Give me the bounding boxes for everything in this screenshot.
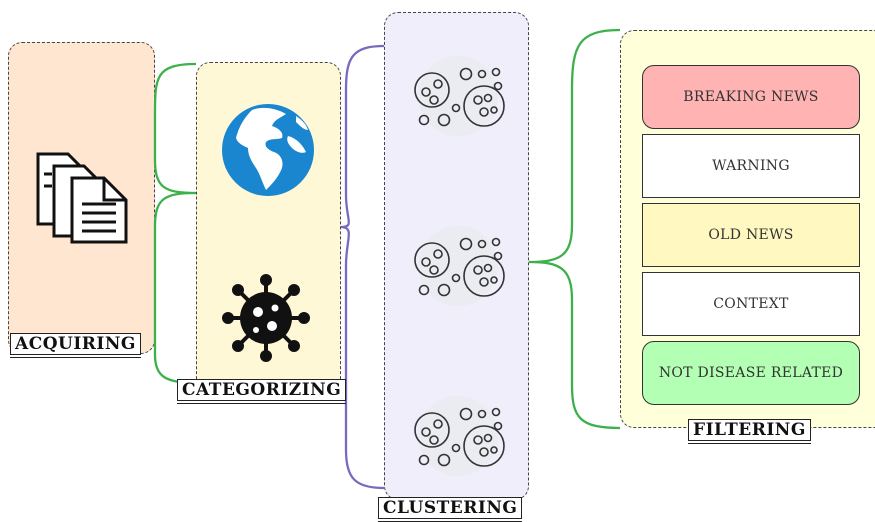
green-brace-1 [153, 62, 197, 385]
filtering-categories: BREAKING NEWS WARNING OLD NEWS CONTEXT N… [620, 30, 875, 428]
acquiring-label: ACQUIRING [10, 333, 141, 358]
cluster-icon [414, 56, 505, 136]
category-warning: WARNING [642, 134, 860, 198]
cluster-icon [414, 226, 505, 306]
category-old-news: OLD NEWS [642, 203, 860, 267]
filtering-label: FILTERING [688, 419, 811, 444]
globe-icon [222, 104, 314, 196]
category-not-disease-related: NOT DISEASE RELATED [642, 341, 860, 405]
categorizing-label: CATEGORIZING [177, 379, 347, 404]
category-breaking-news: BREAKING NEWS [642, 65, 860, 129]
category-label: CONTEXT [713, 296, 789, 312]
category-label: NOT DISEASE RELATED [658, 365, 844, 381]
category-label: BREAKING NEWS [683, 89, 819, 105]
purple-brace [340, 44, 385, 490]
virus-icon [222, 274, 310, 362]
clustering-label: CLUSTERING [378, 497, 523, 522]
category-label: OLD NEWS [708, 227, 794, 243]
category-label: WARNING [712, 158, 790, 174]
category-context: CONTEXT [642, 272, 860, 336]
cluster-icon [414, 396, 505, 476]
green-brace-2 [528, 28, 621, 430]
documents-icon [36, 152, 128, 244]
